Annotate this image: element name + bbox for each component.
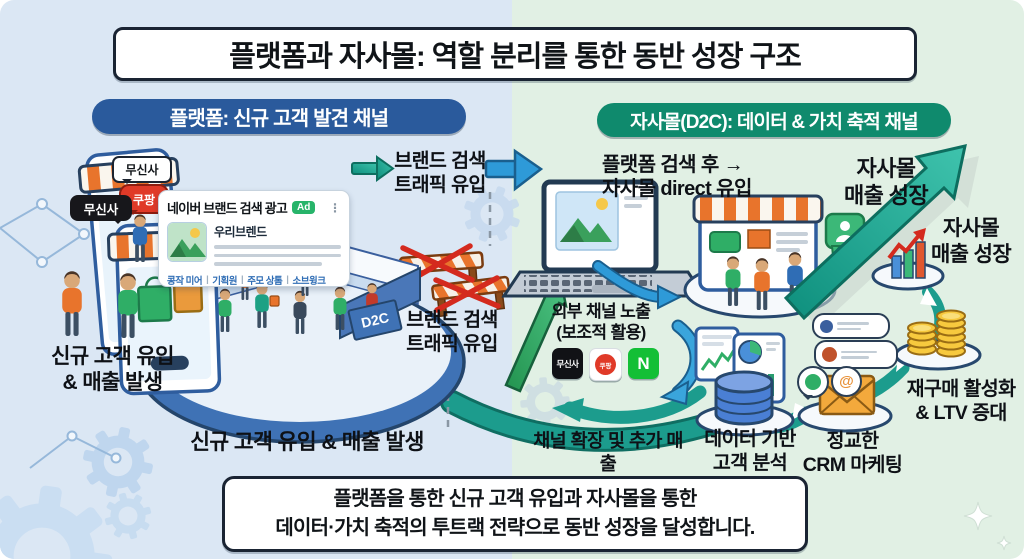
coupang-app-label: 쿠팡	[595, 354, 616, 375]
database-icon	[714, 370, 774, 426]
repurchase-ltv-label: 재구매 활성화 & LTV 증대	[906, 378, 1016, 424]
new-customer-inflow-label: 신규 고객 유입 & 매출 발생	[51, 345, 174, 394]
ad-sitelink: 주모 상톰	[247, 275, 283, 287]
musinsa-app-label: 무신사	[556, 358, 579, 369]
page-title: 플랫폼과 자사몰: 역할 분리를 통한 동반 성장 구조	[113, 27, 917, 81]
email-at-icon: @	[831, 366, 862, 397]
brand-search-traffic-label: 브랜드 검색 트래픽 유입	[394, 150, 486, 196]
mountain-image-icon	[168, 223, 206, 261]
musinsa-app-icon: 무신사	[552, 348, 583, 379]
mall-growth-label-top: 자사몰 매출 성장	[843, 156, 929, 208]
avatar	[822, 347, 837, 362]
naver-app-label: N	[637, 353, 650, 373]
musinsa-bubble: 무신사	[112, 156, 172, 184]
platform-section-header: 플랫폼: 신규 고객 발견 채널	[92, 99, 466, 134]
laptop-to-store-arrow	[592, 260, 683, 310]
data-analysis-label: 데이터 기반 고객 분석	[704, 428, 796, 474]
ad-thumbnail-image	[167, 222, 207, 262]
customer-chat-bubble	[812, 313, 890, 339]
kebab-menu-icon: ⋮	[329, 200, 341, 215]
customer-chat-bubble	[814, 340, 898, 369]
channel-expansion-label: 채널 확장 및 추가 매출	[533, 430, 683, 474]
channel-app-icons: 무신사 쿠팡 N	[552, 348, 659, 381]
summary-banner: 플랫폼을 통한 신규 고객 유입과 자사몰을 통한 데이터·가치 축적의 투트랙…	[222, 476, 808, 552]
blocked-traffic-label: 브랜드 검색 트래픽 유입	[406, 309, 498, 355]
customer-chat-bubble	[797, 366, 829, 400]
d2c-section-header: 자사몰(D2C): 데이터 & 가치 축적 채널	[597, 103, 951, 137]
ad-card-title: 네이버 브랜드 검색 광고	[167, 201, 288, 216]
ad-sitelink: 콩작 미어	[167, 275, 203, 287]
naver-app-icon: N	[628, 348, 659, 379]
coins-icon	[894, 309, 982, 371]
ad-text-line	[214, 245, 341, 249]
ad-text-line	[214, 262, 322, 266]
external-channel-label: 외부 채널 노출 (보조적 활용)	[551, 302, 651, 342]
crm-marketing-label: 정교한 CRM 마케팅	[802, 430, 903, 476]
avatar	[805, 374, 821, 390]
network-nodes-decoration	[0, 198, 122, 469]
mall-people	[194, 261, 378, 334]
mall-growth-label-side: 자사몰 매출 성장	[930, 217, 1012, 266]
avatar	[820, 319, 833, 333]
mini-bar-chart-icon	[871, 228, 945, 291]
direct-inflow-label: 플랫폼 검색 후 → 자사몰 direct 유입	[602, 154, 752, 201]
ad-badge: Ad	[292, 201, 316, 214]
sparkle-icon	[963, 501, 1012, 551]
growth-arrow	[783, 144, 979, 328]
naver-brand-search-ad-card: 네이버 브랜드 검색 광고 Ad ⋮ 우리브렌드 콩작 미어|	[158, 190, 350, 287]
search-traffic-arrows	[351, 148, 544, 192]
analytics-illustration	[694, 326, 795, 437]
ad-sitelink: 기획원	[212, 275, 238, 287]
ad-brand-name: 우리브렌드	[214, 225, 267, 239]
mall-inflow-revenue-label: 신규 고객 유입 & 매출 발생	[190, 430, 424, 454]
coupang-app-icon: 쿠팡	[589, 348, 622, 381]
ad-sitelink: 소브윙크	[292, 275, 326, 287]
ad-text-line	[214, 253, 341, 257]
musinsa-screen-bubble: 무신사	[70, 195, 132, 224]
